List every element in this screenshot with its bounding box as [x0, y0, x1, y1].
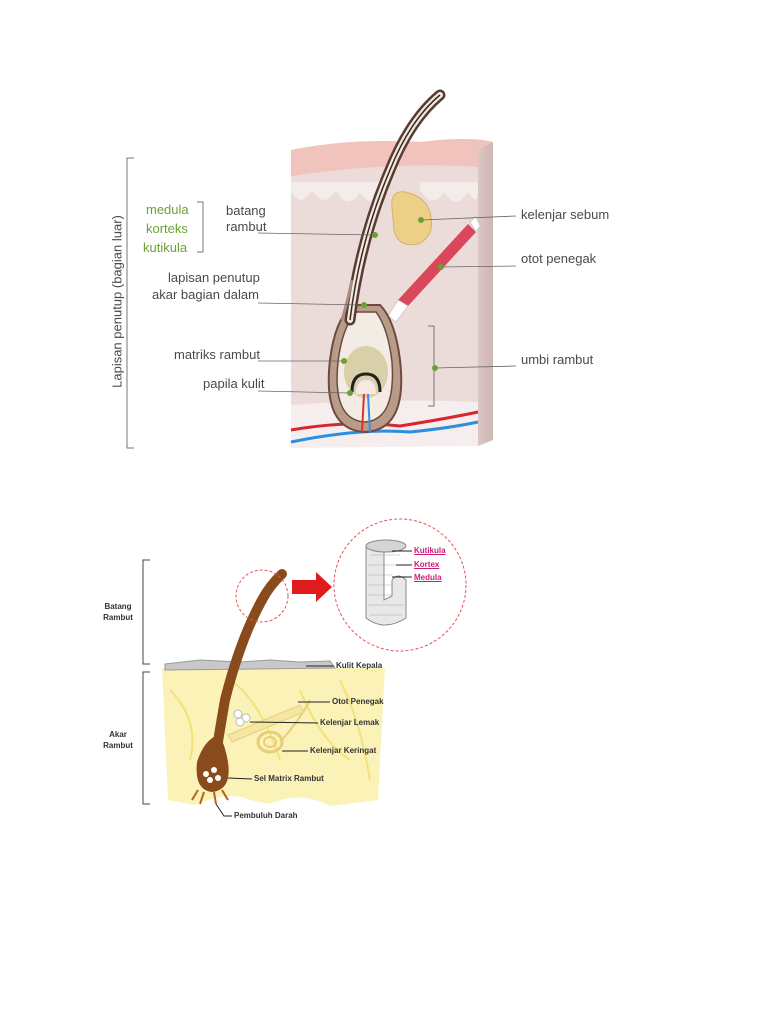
inset-label-kortex: Kortex: [414, 560, 440, 569]
marker-dots-1: [341, 217, 444, 396]
label-kutikula: kutikula: [143, 240, 188, 255]
label-papila-kulit: papila kulit: [203, 376, 265, 391]
label-korteks: korteks: [146, 221, 188, 236]
layers-bracket: [197, 201, 204, 253]
label-matriks-rambut: matriks rambut: [174, 347, 260, 362]
arrector-pili-2: [227, 704, 305, 743]
hair-shaft: [340, 89, 446, 326]
blood-vessel-blue: [290, 420, 479, 444]
label-otot-penegak: otot penegak: [521, 251, 597, 266]
label-akar-rambut-2: Akar Rambut: [96, 729, 140, 751]
label-batang-2-line1: Batang: [104, 602, 132, 611]
label-sel-matrix-rambut: Sel Matrix Rambut: [254, 774, 324, 783]
inset-label-medula: Medula: [414, 573, 442, 582]
arrector-pili-muscle: [387, 215, 481, 323]
label-kelenjar-keringat: Kelenjar Keringat: [310, 746, 377, 755]
zoom-source-circle: [235, 569, 289, 623]
label-lapisan-penutup: lapisan penutup: [168, 270, 260, 285]
sebaceous-gland-2: [233, 709, 251, 727]
sebaceous-gland: [391, 191, 432, 246]
bracket-akar-rambut: [142, 671, 150, 805]
label-akar-2-line2: Rambut: [103, 741, 133, 750]
hair-cross-section: [365, 539, 407, 626]
label-rambut: rambut: [226, 219, 267, 234]
scalp-surface: [164, 659, 336, 671]
label-akar-bagian-dalam: akar bagian dalam: [152, 287, 259, 302]
zoom-arrow: [292, 572, 332, 602]
label-kelenjar-lemak: Kelenjar Lemak: [320, 718, 380, 727]
label-umbi-rambut: umbi rambut: [521, 352, 594, 367]
leader-lines-2: [215, 550, 412, 817]
blood-vessel-red: [290, 410, 479, 432]
label-pembuluh-darah: Pembuluh Darah: [234, 811, 298, 820]
sweat-gland: [256, 699, 311, 754]
leader-lines-1: [257, 215, 517, 394]
label-batang-rambut-2: Batang Rambut: [96, 601, 140, 623]
label-kelenjar-sebum: kelenjar sebum: [521, 207, 610, 222]
label-otot-penegak-2: Otot Penegak: [332, 697, 384, 706]
bracket-batang-rambut: [142, 559, 150, 665]
label-kulit-kepala: Kulit Kepala: [336, 661, 383, 670]
label-akar-2-line1: Akar: [109, 730, 127, 739]
label-medula: medula: [146, 202, 189, 217]
hair-2: [191, 569, 287, 805]
outer-layer-bracket: [126, 157, 134, 449]
label-batang-2-line2: Rambut: [103, 613, 133, 622]
label-batang: batang: [226, 203, 266, 218]
inset-label-kutikula: Kutikula: [414, 546, 446, 555]
